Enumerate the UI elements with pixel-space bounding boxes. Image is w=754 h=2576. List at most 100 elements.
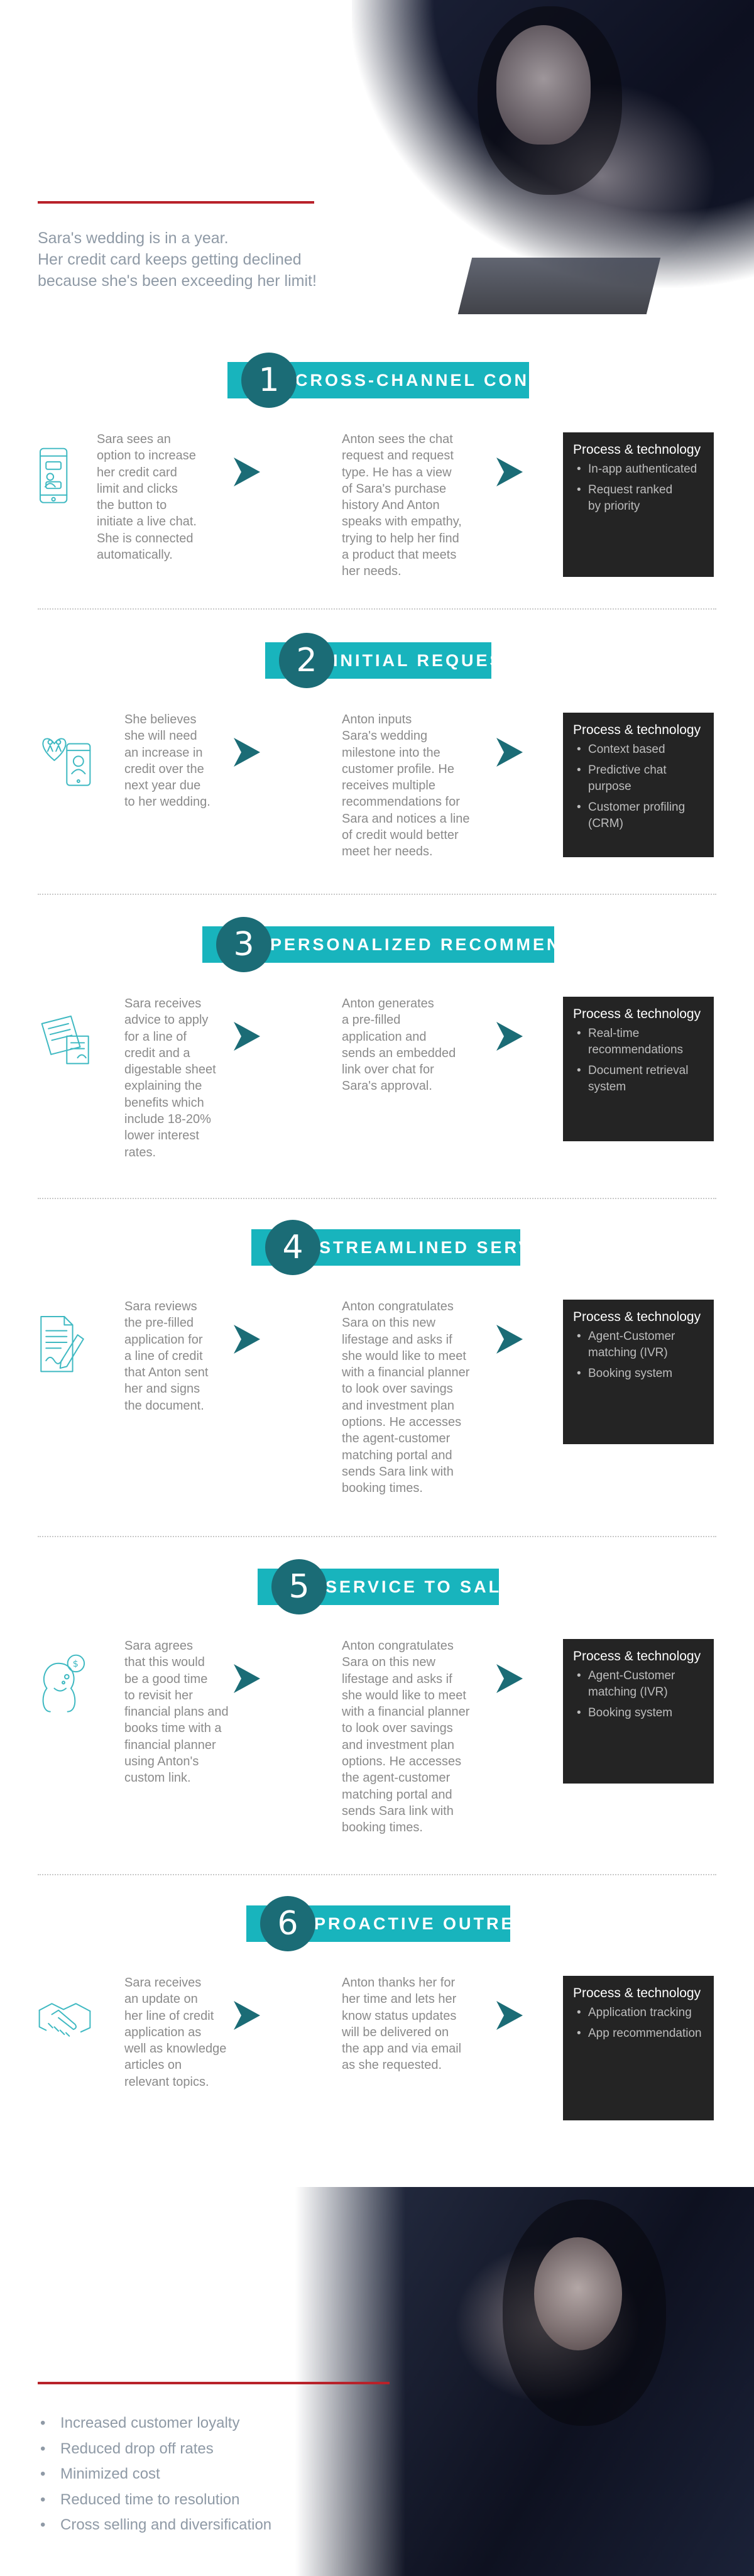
hero-section: YE L CX Sara's wedding is in a year. Her…: [0, 0, 754, 352]
customer-text-line: she will need: [124, 729, 197, 743]
step-number-badge: 6: [260, 1896, 315, 1951]
process-technology-box: Process & technologyAgent-Customermatchi…: [563, 1300, 714, 1444]
customer-text-line: for a line of: [124, 1029, 187, 1044]
agent-text-line: speaks with empathy,: [342, 515, 462, 529]
chevron-right-icon: [496, 1325, 523, 1354]
agent-text-line: know status updates: [342, 2009, 457, 2023]
customer-text-line: Sara agrees: [124, 1639, 193, 1653]
agent-text-line: Sara and notices a line: [342, 811, 470, 826]
process-technology-box: Process & technologyIn-app authenticated…: [563, 432, 714, 577]
process-technology-box: Process & technologyContext basedPredict…: [563, 713, 714, 857]
process-technology-title: Process & technology: [573, 723, 701, 737]
technology-item-line: In-app authenticated: [588, 463, 697, 476]
agent-text-line: receives multiple: [342, 779, 435, 793]
chevron-right-icon: [234, 1022, 260, 1051]
chevron-right-icon: [234, 1664, 260, 1693]
step-divider: [38, 608, 716, 610]
agent-text-line: milestone into the: [342, 745, 440, 760]
technology-item: Application tracking: [573, 2005, 714, 2021]
agent-text-line: a product that meets: [342, 548, 457, 562]
technology-item-line: Context based: [588, 743, 665, 756]
technology-item: App recommendation: [573, 2025, 714, 2042]
customer-text-line: that this would: [124, 1655, 205, 1670]
customer-text-line: books time with a: [124, 1721, 222, 1736]
hero-divider: [38, 201, 314, 204]
agent-text-line: Sara on this new: [342, 1316, 435, 1330]
agent-text-line: with a financial planner: [342, 1705, 470, 1719]
agent-text-line: Anton generates: [342, 997, 434, 1011]
customer-text-line: application for: [124, 1332, 203, 1347]
technology-item-line: Predictive chat: [588, 764, 667, 777]
agent-text-line: link over chat for: [342, 1063, 434, 1077]
agent-text-line: Anton sees the chat: [342, 432, 453, 446]
customer-text-line: credit over the: [124, 762, 204, 776]
technology-item-line: Real-time: [588, 1027, 640, 1040]
agent-text-line: meet her needs.: [342, 845, 433, 859]
agent-text-line: Anton congratulates: [342, 1300, 454, 1313]
technology-item-line: Booking system: [588, 1706, 673, 1719]
agent-text-line: options. He accesses: [342, 1755, 462, 1769]
agent-text-line: Sara on this new: [342, 1655, 435, 1670]
step-divider: [38, 894, 716, 895]
technology-item-line: Application tracking: [588, 2006, 692, 2019]
agent-text-line: booking times.: [342, 1481, 423, 1496]
hero-title-line2: L CX: [38, 138, 124, 176]
bottom-title: ED CX: [38, 2313, 155, 2351]
chevron-right-icon: [234, 2001, 260, 2030]
agent-text-line: matching portal and: [342, 1787, 452, 1802]
process-technology-title: Process & technology: [573, 1310, 701, 1324]
chevron-right-icon: [234, 458, 260, 486]
benefit-item: Minimized cost: [38, 2462, 271, 2487]
agent-text-line: she would like to meet: [342, 1688, 466, 1702]
customer-text-line: Sara receives: [124, 997, 202, 1011]
customer-text-line: advice to apply: [124, 1013, 209, 1028]
agent-text-line: customer profile. He: [342, 762, 454, 776]
agent-text-line: her time and lets her: [342, 1992, 457, 2007]
hero-photo-face: [496, 25, 591, 145]
customer-text-line: that Anton sent: [124, 1366, 209, 1380]
hero-photo-laptop: [457, 258, 661, 314]
chevron-right-icon: [496, 2001, 523, 2030]
technology-item-line: App recommendation: [588, 2027, 702, 2040]
bottom-photo-face: [534, 2237, 622, 2350]
step-number-badge: 2: [279, 633, 334, 688]
step-divider: [38, 1536, 716, 1537]
agent-text-line: and investment plan: [342, 1398, 455, 1413]
technology-item-line: recommendations: [588, 1043, 684, 1056]
technology-item-line: purpose: [588, 780, 631, 793]
process-technology-title: Process & technology: [573, 442, 701, 457]
wedding-phone-icon: [42, 738, 91, 786]
customer-text-line: financial planner: [124, 1738, 216, 1752]
chevron-right-icon: [234, 738, 260, 767]
agent-text-line: of credit would better: [342, 828, 459, 843]
agent-text-line: to look over savings: [342, 1382, 453, 1396]
agent-text-line: the app and via email: [342, 2042, 462, 2056]
technology-item: Booking system: [573, 1366, 714, 1382]
agent-text-line: Sara's wedding: [342, 729, 428, 743]
technology-item-line: Agent-Customer: [588, 1669, 675, 1682]
hero-intro: Sara's wedding is in a year. Her credit …: [38, 227, 317, 292]
agent-text-line: trying to help her find: [342, 531, 459, 545]
agent-text-line: as she requested.: [342, 2058, 442, 2073]
process-technology-box: Process & technologyAgent-Customermatchi…: [563, 1639, 714, 1784]
customer-text-line: She believes: [124, 713, 197, 726]
step-number-badge: 1: [241, 353, 297, 408]
customer-text-line: automatically.: [97, 548, 173, 562]
process-technology-title: Process & technology: [573, 1649, 701, 1663]
process-technology-title: Process & technology: [573, 1007, 701, 1021]
technology-item: Booking system: [573, 1705, 714, 1721]
benefits-section: ED CX Increased customer loyalty Reduced…: [0, 2187, 754, 2576]
customer-text-line: an update on: [124, 1992, 198, 2007]
agent-text-line: the agent-customer: [342, 1771, 451, 1785]
step-number-badge: 4: [265, 1220, 320, 1275]
technology-item-line: Document retrieval: [588, 1064, 689, 1077]
step-divider: [38, 1198, 716, 1199]
